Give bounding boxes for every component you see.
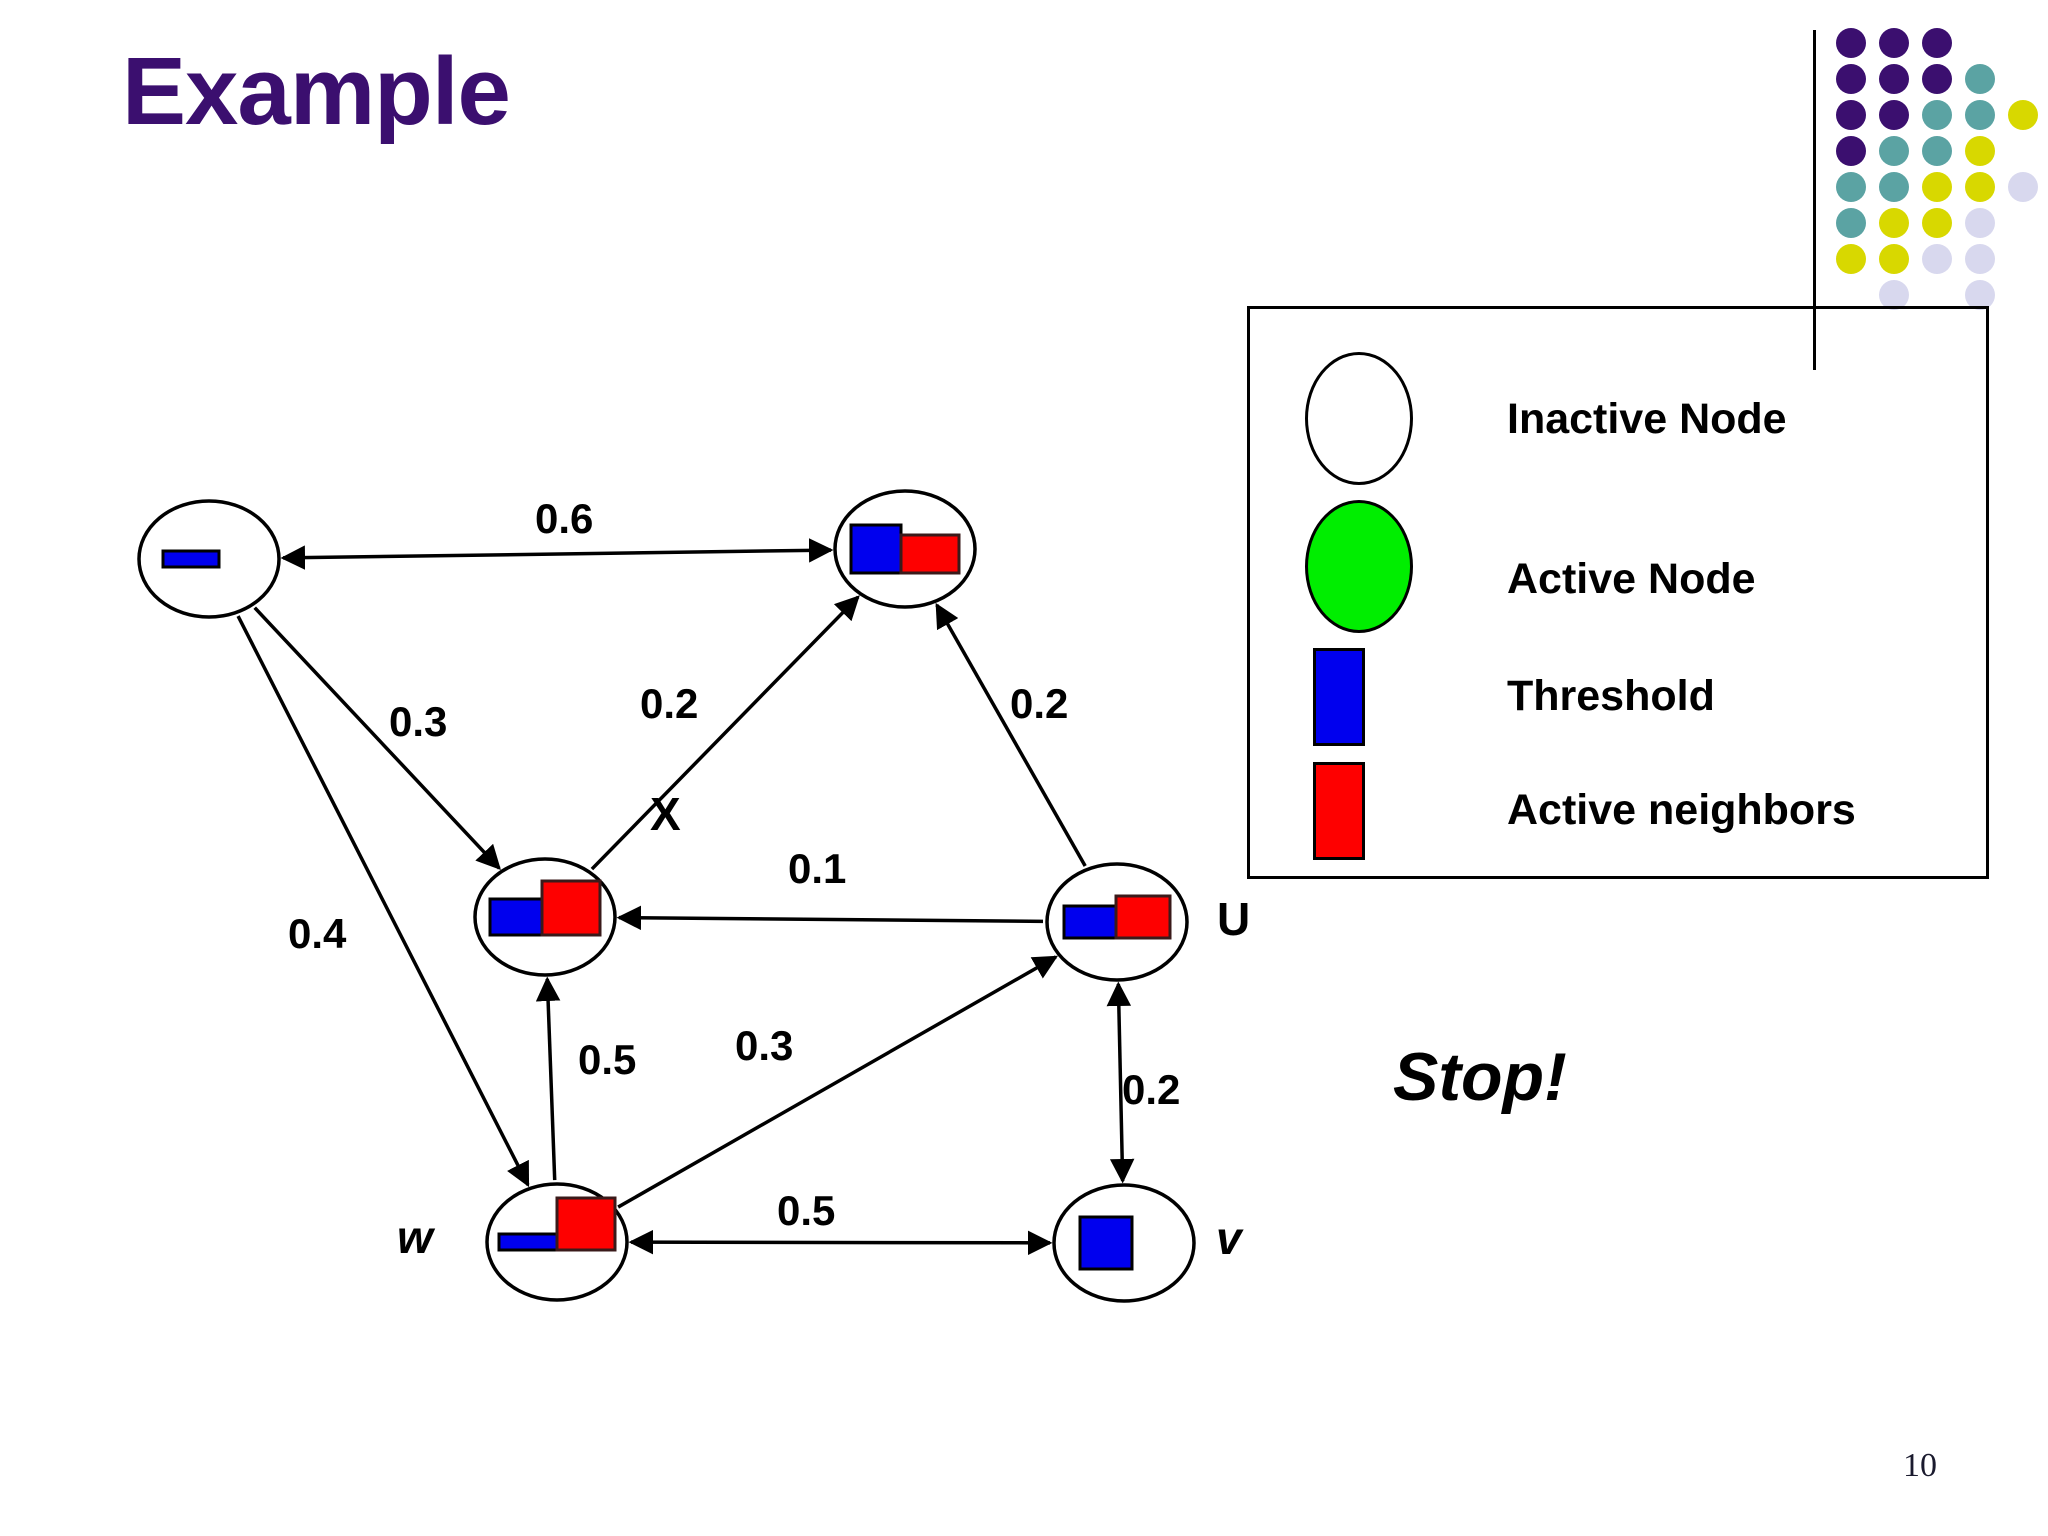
graph-edge (1106, 981, 1135, 1184)
edge-weight-label: 0.1 (788, 845, 847, 892)
edge-weight-label: 0.3 (389, 698, 448, 745)
graph-edge (628, 1229, 1053, 1256)
graph-node-u[interactable] (1045, 862, 1189, 982)
decorative-dot (1922, 64, 1952, 94)
legend-label: Active neighbors (1507, 786, 1856, 834)
decorative-dot (1965, 136, 1995, 166)
edge-weight-label: 0.2 (1122, 1066, 1181, 1113)
decorative-dot (1965, 64, 1995, 94)
legend-swatch-threshold-rect (1313, 648, 1365, 746)
node-threshold-bar (1078, 1215, 1134, 1271)
edge-weight-label: 0.6 (535, 495, 594, 542)
decorative-dot (1836, 100, 1866, 130)
node-threshold-bar (497, 1232, 559, 1252)
decorative-dot (1922, 28, 1952, 58)
decorative-dot (2008, 172, 2038, 202)
decorative-dot (1879, 64, 1909, 94)
node-active-neighbors-bar (555, 1196, 617, 1252)
node-label-w: w (397, 1211, 433, 1263)
decorative-dot (1836, 244, 1866, 274)
graph-edge (236, 615, 530, 1188)
nodes-layer (137, 489, 1196, 1303)
decorative-dot (1836, 64, 1866, 94)
graph-edge (590, 595, 860, 871)
edges-layer (236, 538, 1135, 1256)
decorative-dot (1879, 100, 1909, 130)
graph-node-top-right[interactable] (833, 489, 977, 609)
graph-edge (616, 905, 1044, 931)
decorative-dot (2008, 100, 2038, 130)
graph-edge (535, 976, 561, 1181)
decorative-dot (1922, 136, 1952, 166)
decorative-dot (1965, 244, 1995, 274)
legend-swatch-active-node-ellipse (1305, 500, 1413, 633)
edge-weight-label: 0.5 (777, 1187, 836, 1234)
legend-panel (1247, 306, 1989, 879)
edge-weight-label: 0.3 (735, 1022, 794, 1069)
edge-weight-label: 0.5 (578, 1036, 637, 1083)
graph-edge (935, 602, 1087, 867)
graph-edge (280, 538, 834, 570)
graph-node-w[interactable] (485, 1182, 629, 1302)
decorative-dot (1879, 208, 1909, 238)
graph-edge (617, 955, 1058, 1209)
graph-node-top-left[interactable] (137, 499, 281, 619)
decorative-dot (1922, 208, 1952, 238)
node-active-neighbors-bar (1114, 894, 1172, 940)
decorative-dot (1965, 100, 1995, 130)
edge-weight-label: 0.4 (288, 910, 347, 957)
edge-weight-label: 0.2 (1010, 680, 1069, 727)
page-title: Example (122, 38, 511, 145)
decorative-dot (1965, 172, 1995, 202)
decorative-dot (1965, 280, 1995, 310)
node-label-x: X (650, 788, 681, 840)
node-threshold-bar (849, 523, 903, 575)
legend-label: Threshold (1507, 672, 1715, 720)
node-threshold-bar (1062, 904, 1118, 940)
graph-node-x[interactable] (473, 857, 617, 977)
legend-label: Active Node (1507, 555, 1756, 603)
node-label-u: U (1217, 893, 1251, 945)
graph-node-v[interactable] (1052, 1183, 1196, 1303)
decorative-dot (1879, 172, 1909, 202)
node-label-v: v (1216, 1212, 1242, 1264)
legend-label: Inactive Node (1507, 395, 1787, 443)
legend-swatch-active-neighbors-rect (1313, 762, 1365, 860)
edge-weight-label: 0.2 (640, 680, 699, 727)
decorative-dot (1836, 28, 1866, 58)
decorative-dot (1879, 244, 1909, 274)
decorative-dot (1879, 136, 1909, 166)
decorative-dot (1879, 28, 1909, 58)
decorative-dot (1922, 172, 1952, 202)
decorative-dot (1836, 208, 1866, 238)
node-threshold-bar (488, 897, 544, 937)
decorative-vertical-rule (1813, 30, 1816, 370)
node-threshold-bar (161, 549, 221, 569)
decorative-dot (1879, 280, 1909, 310)
decorative-dot (1922, 100, 1952, 130)
decorative-dot (1836, 136, 1866, 166)
decorative-dot-grid (1836, 28, 2038, 318)
decorative-dot (1836, 172, 1866, 202)
node-active-neighbors-bar (540, 879, 602, 937)
graph-edge (253, 606, 501, 871)
legend-swatch-inactive-node-ellipse (1305, 352, 1413, 485)
page-number: 10 (1903, 1447, 1937, 1484)
decorative-dot (1922, 244, 1952, 274)
decorative-dot (1965, 208, 1995, 238)
node-active-neighbors-bar (899, 533, 961, 575)
stop-annotation: Stop! (1393, 1039, 1567, 1115)
